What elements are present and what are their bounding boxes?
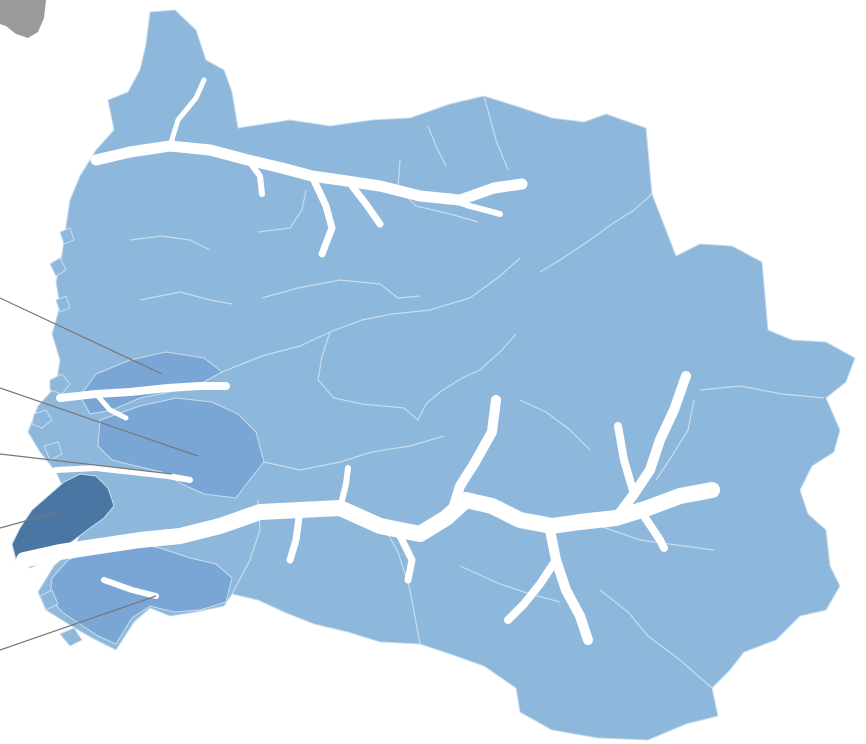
coastal-islands <box>31 227 83 647</box>
leader-line-5 <box>0 595 157 651</box>
leader-line-3 <box>0 453 173 475</box>
fjord-dalsfjord <box>53 465 193 483</box>
leader-line-4 <box>0 511 59 529</box>
fjord-sognefjord <box>16 482 720 568</box>
leader-line-2 <box>0 387 199 457</box>
leader-lines <box>0 297 199 651</box>
fjords <box>16 77 720 645</box>
county-landmass <box>27 9 856 741</box>
neighbor-region <box>0 0 46 38</box>
fjord-middle <box>56 382 230 402</box>
leader-line-1 <box>0 297 163 375</box>
municipality-highlight-central <box>97 397 265 499</box>
